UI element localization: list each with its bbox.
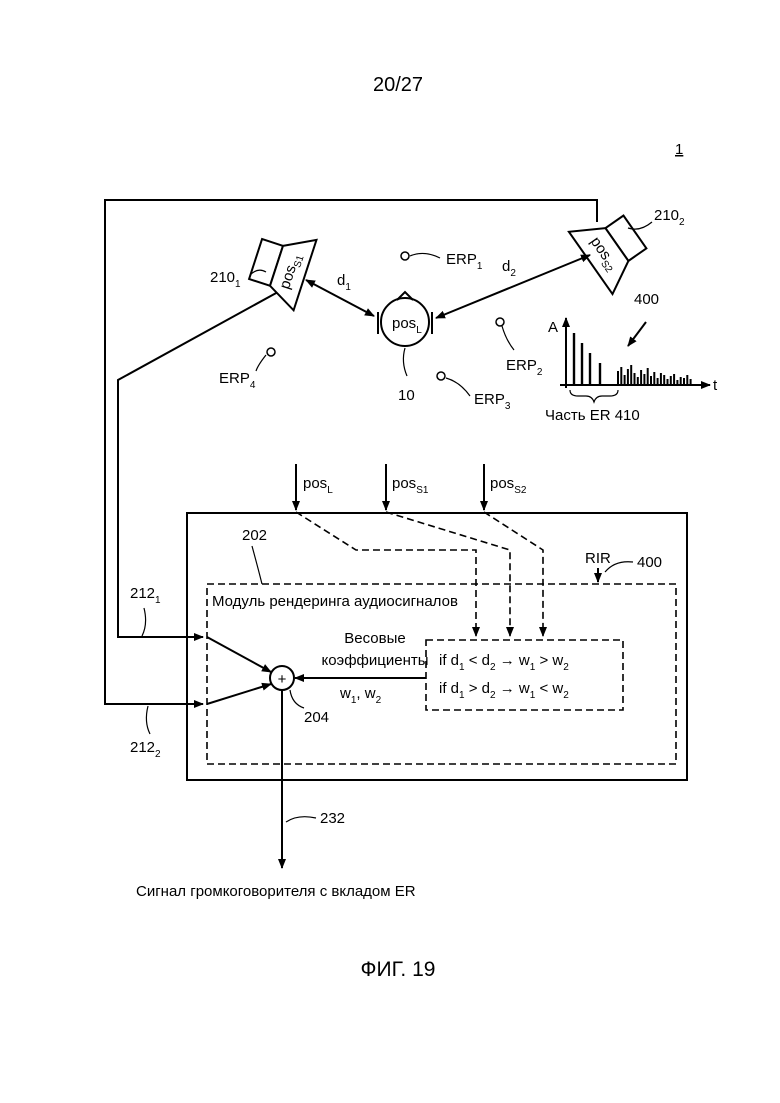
input-posS1-label: posS1 [392,475,429,496]
rule-line-2: if d1 > d2 → w1 < w2 [439,680,569,701]
figure-reference: 1 [675,141,683,158]
weights-caption-line2: коэффициенты [321,652,428,669]
rir-ref: 400 [637,554,662,571]
posS1-route [386,512,510,636]
loudspeaker-1-icon: posS1 [244,224,316,310]
module-ref: 202 [242,527,267,544]
output-ref: 232 [320,810,345,827]
rir-x-axis-label: t [713,377,718,394]
adder-symbol: + [278,671,287,688]
erp3-label: ERP3 [474,391,511,412]
erp4-label: ERP4 [219,370,256,391]
erp2-label: ERP2 [506,357,543,378]
er-brace [570,390,618,402]
listener-ref-leader [403,348,407,376]
figure-caption: ФИГ. 19 [361,958,436,981]
loudspeaker-2-icon: posS2 [569,201,657,294]
speaker2-ref: 2102 [654,207,685,228]
weights-caption-line1: Весовые [344,630,405,647]
signal-212-2-ref: 2122 [130,739,161,760]
adder-input-1 [207,637,271,672]
erp4-leader [256,355,266,371]
page-number: 20/27 [373,74,423,96]
erp3-leader [446,378,470,396]
signal-212-1-ref: 2121 [130,585,161,606]
erp4-point [267,348,275,356]
erp1-label: ERP1 [446,251,483,272]
rir-plot-ref-arrow [628,322,646,346]
output-ref-leader [286,817,316,822]
posL-route [296,512,476,636]
erp2-point [496,318,504,326]
distance-d2-label: d2 [502,258,516,279]
adder-ref-leader [290,690,304,708]
rir-y-axis-label: A [548,319,558,336]
weights-symbols: w1, w2 [339,685,382,706]
erp1-leader [410,253,440,258]
distance-d1-label: d1 [337,272,351,293]
input-posL-label: posL [303,475,333,496]
module-ref-leader [252,546,262,584]
adder-ref: 204 [304,709,329,726]
er-part-label: Часть ER 410 [545,407,640,424]
erp3-point [437,372,445,380]
output-label: Сигнал громкоговорителя с вкладом ER [136,883,416,900]
erp1-point [401,252,409,260]
rule-line-1: if d1 < d2 → w1 > w2 [439,652,569,673]
listener-ref: 10 [398,387,415,404]
rir-label: RIR [585,550,611,567]
posS2-route [484,512,543,636]
erp2-leader [502,326,514,350]
system-box [187,513,687,780]
rir-plot: A t Часть ER 410 400 [545,291,718,424]
signal-212-1-leader [142,608,146,636]
speaker2-feed-wire [105,200,597,704]
signal-212-2-leader [146,706,150,734]
module-title: Модуль рендеринга аудиосигналов [212,593,458,610]
weight-rule-block [426,640,623,710]
input-posS2-label: posS2 [490,475,527,496]
adder-input-2 [207,684,271,704]
speaker1-ref: 2101 [210,269,241,290]
rir-plot-ref: 400 [634,291,659,308]
